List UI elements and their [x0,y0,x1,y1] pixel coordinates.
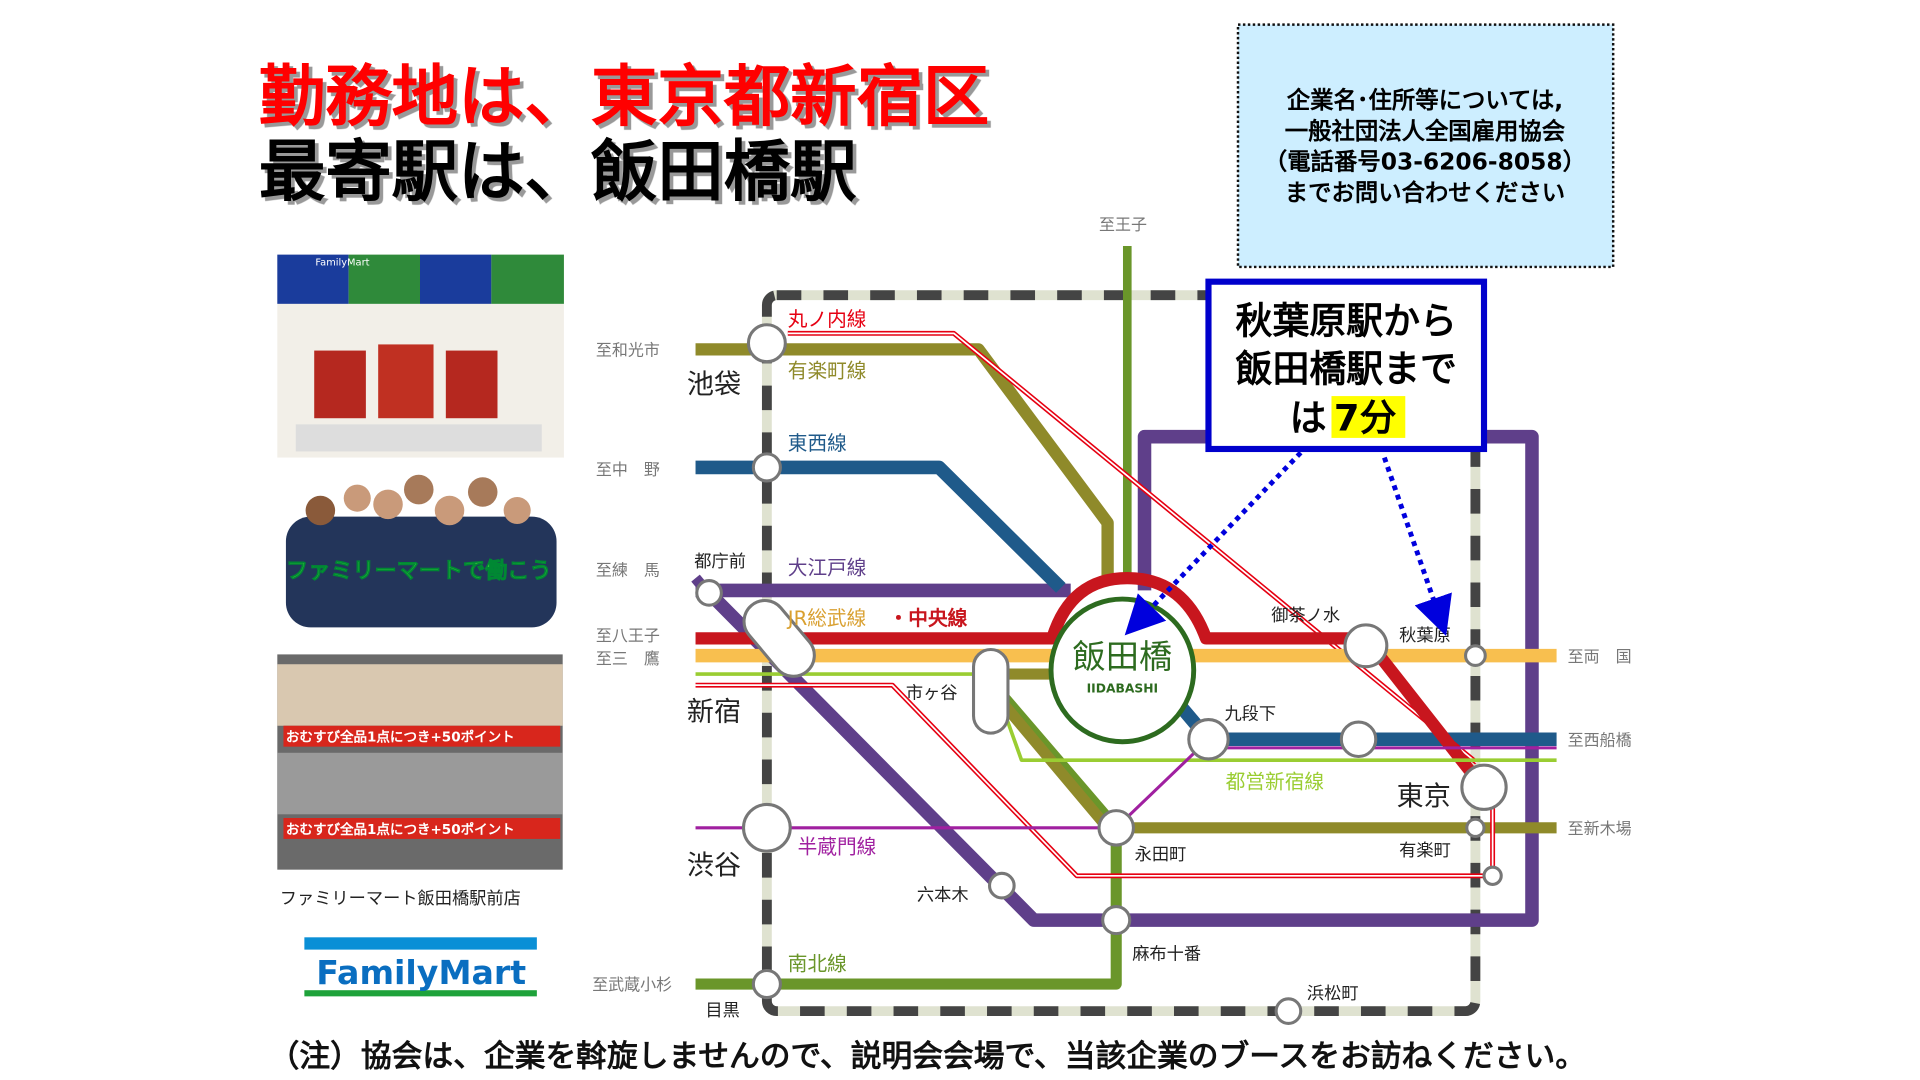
info-line-1: 企業名･住所等については, [1287,86,1563,114]
label-meguro: 目黒 [705,1001,739,1021]
photo2-text: ファミリーマートで働こう [286,558,551,584]
photo-onigiri: おむすび全品1点につき+50ポイント おむすび全品1点につき+50ポイント [277,654,563,870]
oedo-line [695,429,1539,927]
label-jr-sobu: JR総武線 [786,607,867,630]
dir-oji: 至王子 [1099,215,1147,234]
label-hanzomon: 半蔵門線 [798,836,877,859]
callout-box: 秋葉原駅から 飯田橋駅まで は 7分 [1205,278,1488,453]
station-ochanomizu [1343,623,1389,669]
label-marunouchi: 丸ノ内線 [788,308,867,331]
station-shibuya [741,802,792,853]
dir-musashikosugi: 至武蔵小杉 [592,975,672,994]
photo1-brand-text: FamilyMart [315,258,369,269]
photo3-banner-2: おむすび全品1点につき+50ポイント [286,821,515,838]
station-jimbocho [1339,720,1378,759]
info-line-2: 一般社団法人全国雇用協会 [1285,117,1566,145]
label-kudanshita: 九段下 [1224,705,1276,725]
info-box: 企業名･住所等については, 一般社団法人全国雇用協会 （電話番号03-6206-… [1236,23,1615,269]
callout-highlight [1331,396,1406,438]
photo-staff: ファミリーマートで働こう [277,471,564,628]
dir-hachioji: 至八王子 [596,626,660,645]
station-nagatacho [1097,809,1135,847]
label-tozai: 東西線 [788,432,847,455]
dir-nakano: 至中 野 [596,460,660,479]
chuo-line [695,571,1488,792]
label-shibuya: 渋谷 [687,851,741,882]
label-tochomae: 都庁前 [694,552,746,572]
dir-nishifunabashi: 至西船橋 [1568,730,1632,749]
label-shinjuku: 新宿 [687,697,741,728]
info-line-3: （電話番号03-6206-8058） [1264,148,1586,176]
callout-line-1: 秋葉原駅から [1236,299,1457,342]
label-nagatacho: 永田町 [1135,845,1187,865]
station-nakano-sakaue [751,452,782,483]
station-shinjuku [742,598,816,678]
iidabashi-en-label: IIDABASHI [1087,682,1158,696]
label-hamamatsucho: 浜松町 [1307,984,1359,1004]
label-ikebukuro: 池袋 [687,370,741,401]
station-ichigaya [971,647,1010,735]
iidabashi-label: 飯田橋 [1073,637,1173,676]
familymart-logo: FamilyMart [304,937,537,997]
label-yurakucho: 有楽町 [1399,841,1451,861]
station-yurakucho [1465,817,1486,838]
station-akihabara [1464,644,1487,668]
logo-text: FamilyMart [316,953,526,992]
callout-line-3-prefix: は [1290,397,1327,440]
station-ikebukuro [746,323,787,364]
callout-line-3-highlight: 7分 [1334,397,1397,440]
label-jr-chuo: ・中央線 [889,607,968,630]
callout-line-2: 飯田橋駅まで [1236,347,1457,390]
photo3-banner-1: おむすび全品1点につき+50ポイント [286,729,515,746]
title-line1: 勤務地は、東京都新宿区 [259,57,989,135]
station-roppongi [987,871,1016,900]
footer-note: （注）協会は、企業を斡旋しませんので、説明会会場で、当該企業のブースをお訪ねくだ… [269,1038,1586,1074]
label-namboku: 南北線 [788,953,847,976]
photo-store-display: FamilyMart [277,254,564,458]
station-tokyo [1460,763,1508,811]
station-azabujuban [1101,905,1132,936]
station-ginza [1482,865,1503,886]
dir-wakoshi: 至和光市 [596,340,660,359]
dir-shinkiba: 至新木場 [1568,819,1632,838]
dir-mitaka: 至三 鷹 [596,649,660,668]
info-line-4: までお問い合わせください [1285,179,1565,207]
label-tokyo: 東京 [1397,782,1451,813]
label-azabujuban: 麻布十番 [1132,944,1201,964]
station-tochomae [695,579,723,607]
label-ichigaya: 市ヶ谷 [906,684,958,704]
arrow-to-akihabara [1382,456,1452,637]
label-toei-shinjuku: 都営新宿線 [1226,770,1324,793]
dir-nerima: 至練 馬 [596,561,660,580]
dir-ryogoku: 至両 国 [1568,647,1632,666]
label-ochanomizu: 御茶ノ水 [1271,606,1340,626]
yurakucho-line-north [695,343,1114,579]
title-line2: 最寄駅は、飯田橋駅 [259,132,857,210]
label-oedo: 大江戸線 [788,556,867,579]
label-yurakucho: 有楽町線 [788,360,867,383]
station-kudanshita [1187,718,1230,761]
photo-caption: ファミリーマート飯田橋駅前店 [280,889,521,909]
station-hamamatsucho [1274,997,1303,1025]
station-meguro [751,968,782,1000]
label-akihabara: 秋葉原 [1399,626,1451,646]
label-roppongi: 六本木 [917,885,969,905]
